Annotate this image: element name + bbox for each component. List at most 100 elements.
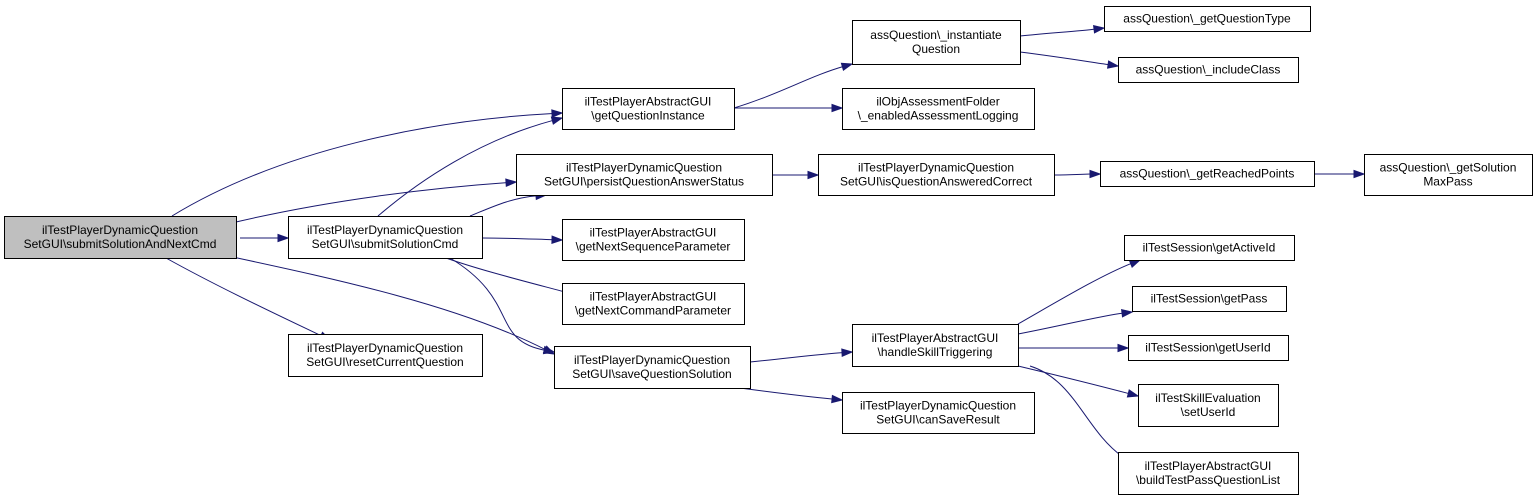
edge-arrowhead [807,170,820,180]
node-root[interactable]: ilTestPlayerDynamicQuestionSetGUI\submit… [4,216,237,259]
node-label: assQuestion\_getReachedPoints [1120,167,1295,181]
node-label: Question [912,42,960,56]
edge-line [1019,51,1110,66]
edge-line [235,182,508,223]
edge-instQ-to-inclClass [1019,51,1120,69]
edge-submit-to-nextCmd [445,257,582,298]
node-box [1128,335,1289,361]
node-box [842,392,1035,434]
edge-line [1053,173,1092,176]
edge-handleSkill-to-userId [1018,343,1130,353]
node-box [1100,161,1315,187]
edge-line [749,352,844,363]
node-getPass[interactable]: ilTestSession\getPass [1132,286,1287,312]
node-reached[interactable]: assQuestion\_getReachedPoints [1100,161,1315,187]
edge-line [1019,28,1096,37]
node-box [288,216,483,259]
edge-saveQS-to-canSave [739,387,844,404]
edge-arrowhead [1093,25,1106,34]
node-label: ilTestPlayerDynamicQuestion [307,341,463,355]
edge-arrowhead [550,116,564,125]
node-label: \getQuestionInstance [591,109,705,123]
node-label: SetGUI\resetCurrentQuestion [306,355,463,369]
node-label: assQuestion\_includeClass [1136,63,1281,77]
edge-arrowhead [1128,259,1142,268]
edge-arrowhead [277,233,290,243]
edge-handleSkill-to-skillEval [1017,365,1140,398]
node-nextSeq[interactable]: ilTestPlayerAbstractGUI\getNextSequenceP… [562,219,745,261]
node-reset[interactable]: ilTestPlayerDynamicQuestionSetGUI\resetC… [288,334,483,377]
node-box [842,88,1035,130]
node-box [1124,235,1295,261]
node-label: ilTestSession\getPass [1151,292,1268,306]
node-label: SetGUI\submitSolutionCmd [312,237,459,251]
edge-line [733,66,844,109]
node-label: ilTestPlayerDynamicQuestion [574,353,730,367]
edge-isCorrect-to-reached [1053,169,1102,179]
node-label: SetGUI\isQuestionAnsweredCorrect [840,175,1033,189]
node-saveQS[interactable]: ilTestPlayerDynamicQuestionSetGUI\saveQu… [554,346,751,389]
node-label: ilTestPlayerDynamicQuestion [42,223,198,237]
node-box [562,219,745,261]
edge-arrowhead [1121,309,1134,318]
node-isCorrect[interactable]: ilTestPlayerDynamicQuestionSetGUI\isQues… [818,154,1055,196]
node-box [818,154,1055,196]
edge-arrowhead [841,348,854,357]
edge-arrowhead [831,103,844,113]
edge-root-to-getQI [171,109,564,217]
node-box [562,88,735,130]
edge-line [377,119,554,217]
node-buildList[interactable]: ilTestPlayerAbstractGUI\buildTestPassQue… [1118,452,1299,495]
node-submit[interactable]: ilTestPlayerDynamicQuestionSetGUI\submit… [288,216,483,259]
edge-arrowhead [840,62,854,72]
edge-submit-to-saveQS [449,257,556,355]
edge-arrowhead [551,235,564,244]
node-objAF[interactable]: ilObjAssessmentFolder\_enabledAssessment… [842,88,1035,130]
node-nextCmd[interactable]: ilTestPlayerAbstractGUI\getNextCommandPa… [562,283,745,325]
node-box [1138,384,1279,427]
edge-instQ-to-getQT [1019,25,1106,37]
nodes-layer: ilTestPlayerDynamicQuestionSetGUI\submit… [4,6,1533,495]
edge-arrowhead [831,394,844,404]
node-label: SetGUI\canSaveResult [876,413,1000,427]
edge-line [1017,262,1132,325]
node-label: assQuestion\_getSolution [1380,161,1517,175]
node-label: SetGUI\saveQuestionSolution [572,367,731,381]
node-label: ilTestPlayerDynamicQuestion [860,399,1016,413]
node-userId[interactable]: ilTestSession\getUserId [1128,335,1289,361]
edge-arrowhead [1353,169,1366,179]
edge-arrowhead [1126,389,1140,398]
edge-arrowhead [551,109,564,118]
edge-line [739,387,834,400]
node-box [852,20,1021,65]
node-label: ilTestSkillEvaluation [1155,391,1260,405]
node-activeId[interactable]: ilTestSession\getActiveId [1124,235,1295,261]
node-handleSkill[interactable]: ilTestPlayerAbstractGUI\handleSkillTrigg… [852,324,1019,367]
edge-getQI-to-instQ [733,62,854,109]
node-label: \getNextCommandParameter [575,304,731,318]
node-label: SetGUI\persistQuestionAnswerStatus [544,175,744,189]
edge-line [1017,365,1130,395]
edge-line [1017,312,1124,335]
node-skillEval[interactable]: ilTestSkillEvaluation\setUserId [1138,384,1279,427]
node-canSave[interactable]: ilTestPlayerDynamicQuestionSetGUI\canSav… [842,392,1035,434]
node-box [562,283,745,325]
edge-line [469,195,538,217]
node-label: assQuestion\_getQuestionType [1123,12,1291,26]
edge-line [171,113,554,217]
edge-line [227,255,547,351]
node-persist[interactable]: ilTestPlayerDynamicQuestionSetGUI\persis… [516,154,773,196]
node-getQT[interactable]: assQuestion\_getQuestionType [1104,6,1311,32]
node-label: SetGUI\submitSolutionAndNextCmd [24,237,217,251]
edge-line [165,257,323,337]
node-box [1118,452,1299,495]
node-box [554,346,751,389]
node-box [1132,286,1287,312]
node-getQI[interactable]: ilTestPlayerAbstractGUI\getQuestionInsta… [562,88,735,130]
node-label: \_enabledAssessmentLogging [858,109,1019,123]
node-box [288,334,483,377]
node-inclClass[interactable]: assQuestion\_includeClass [1118,57,1299,83]
